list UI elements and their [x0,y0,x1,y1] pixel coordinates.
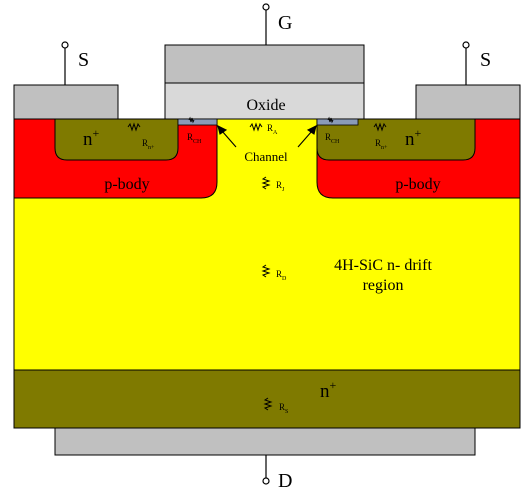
resistor-icon-r-d [261,264,271,278]
n-plus-substrate [13,369,521,429]
r-s-label: RS [279,402,288,415]
channel-strip-right [316,118,359,126]
r-d-label: RD [276,269,287,282]
r-n-label-right: Rn+ [375,138,388,151]
n-plus-source-right [316,118,476,161]
resistor-icon-r-n-left [127,122,141,132]
p-body-label-right: p-body [395,176,440,193]
oxide-label: Oxide [246,97,285,114]
drift-label-line2: region [363,277,404,294]
r-a-label: RA [267,123,278,136]
n-plus-label-left: n+ [83,126,100,150]
gate-label: G [278,12,292,34]
resistor-icon-r-j [261,176,271,190]
r-ch-label-left: RCH [187,132,202,145]
n-plus-source-left [54,118,179,161]
p-body-label-left: p-body [104,176,149,193]
channel-arrows [217,124,317,148]
source-label-left: S [78,49,89,71]
gate-metal [164,44,365,84]
source-metal-left [13,84,119,120]
n-plus-label-bottom: n+ [320,378,337,402]
channel-label: Channel [244,149,288,164]
r-j-label: RJ [276,180,285,193]
resistor-icon-r-ch-right [327,116,334,124]
resistor-icon-r-ch-left [188,116,195,124]
resistor-icon-r-a [249,122,263,132]
channel-strip-left [177,118,218,126]
resistor-icon-r-s [263,397,273,411]
n-plus-label-right: n+ [405,126,422,150]
source-metal-right [415,84,521,120]
drain-label: D [278,470,292,492]
r-ch-label-right: RCH [325,132,340,145]
drift-label-line1: 4H-SiC n- drift [334,257,432,274]
drain-metal [54,427,476,456]
resistor-symbols [127,116,387,411]
resistor-icon-r-n-right [373,122,387,132]
source-label-right: S [480,49,491,71]
terminal-leads [61,3,470,485]
r-n-label-left: Rn+ [142,138,155,151]
